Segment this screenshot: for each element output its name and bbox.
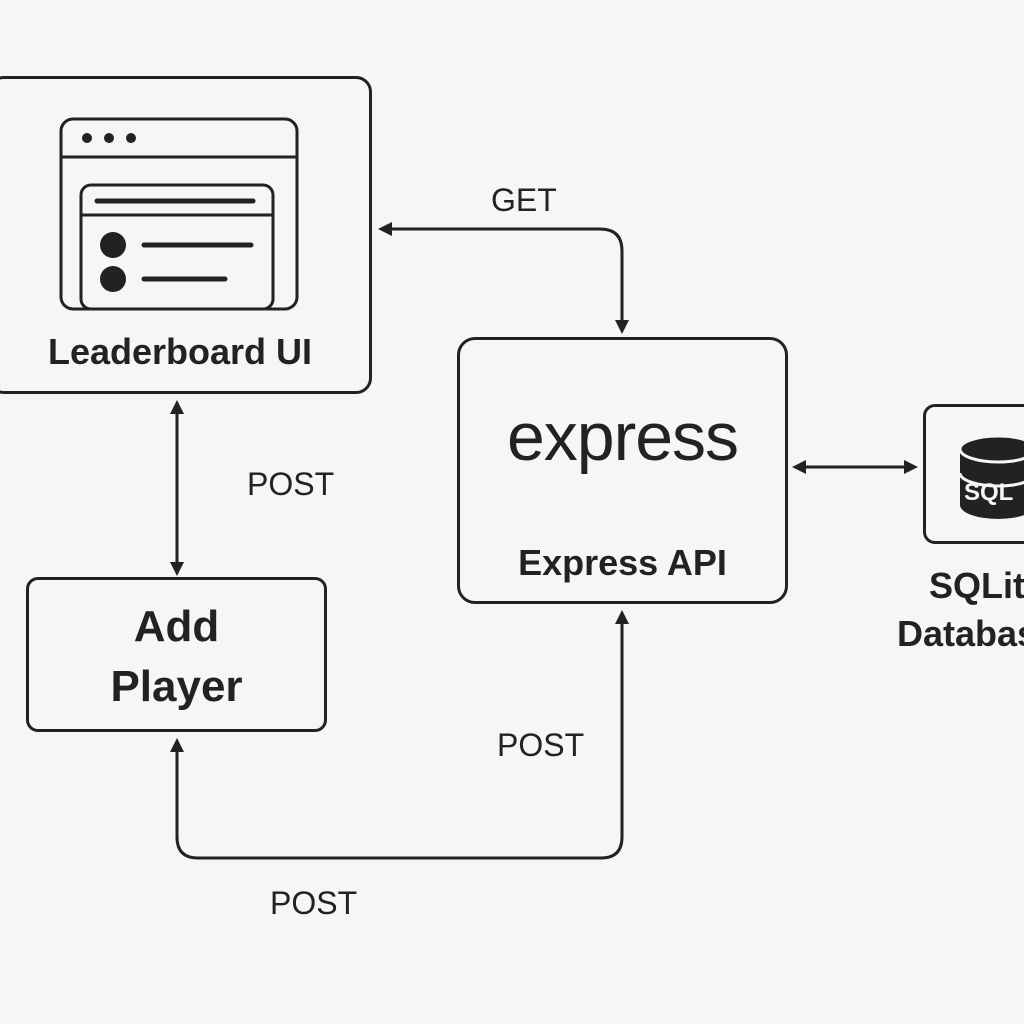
get-connector <box>390 227 624 322</box>
database-icon <box>958 434 1024 519</box>
add-player-node: Add Player <box>26 577 327 732</box>
post-loop-arrowhead-up-right <box>615 610 629 624</box>
db-arrowhead-right <box>904 460 918 474</box>
add-player-label-line1: Add <box>133 602 220 651</box>
get-arrowhead-down <box>615 320 629 334</box>
express-logo: express <box>506 399 739 475</box>
post-loop-arrowhead-up-left <box>170 738 184 752</box>
browser-window-icon <box>59 117 299 311</box>
leaderboard-ui-label: Leaderboard UI <box>47 331 313 372</box>
add-player-label-line2: Player <box>110 662 243 711</box>
db-arrowhead-left <box>792 460 806 474</box>
post-left-edge-label: POST <box>247 466 335 502</box>
post-left-arrowhead-up <box>170 400 184 414</box>
post-left-arrowhead-down <box>170 562 184 576</box>
express-api-label: Express API <box>518 542 727 583</box>
post-loop-connector <box>175 622 624 860</box>
get-edge-label: GET <box>491 182 557 218</box>
express-api-node: express Express API <box>457 337 788 604</box>
post-bottom-edge-label: POST <box>270 885 358 921</box>
database-icon-text: SQL <box>964 479 1014 506</box>
sqlite-database-label: SQLite Database <box>897 562 1024 658</box>
leaderboard-ui-node: Leaderboard UI <box>0 76 372 394</box>
post-right-edge-label: POST <box>497 727 585 763</box>
sqlite-database-node: SQL <box>923 404 1024 544</box>
sqlite-database-label-line1: SQLite <box>929 565 1024 606</box>
get-arrowhead-left <box>378 222 392 236</box>
sqlite-database-label-line2: Database <box>897 613 1024 654</box>
